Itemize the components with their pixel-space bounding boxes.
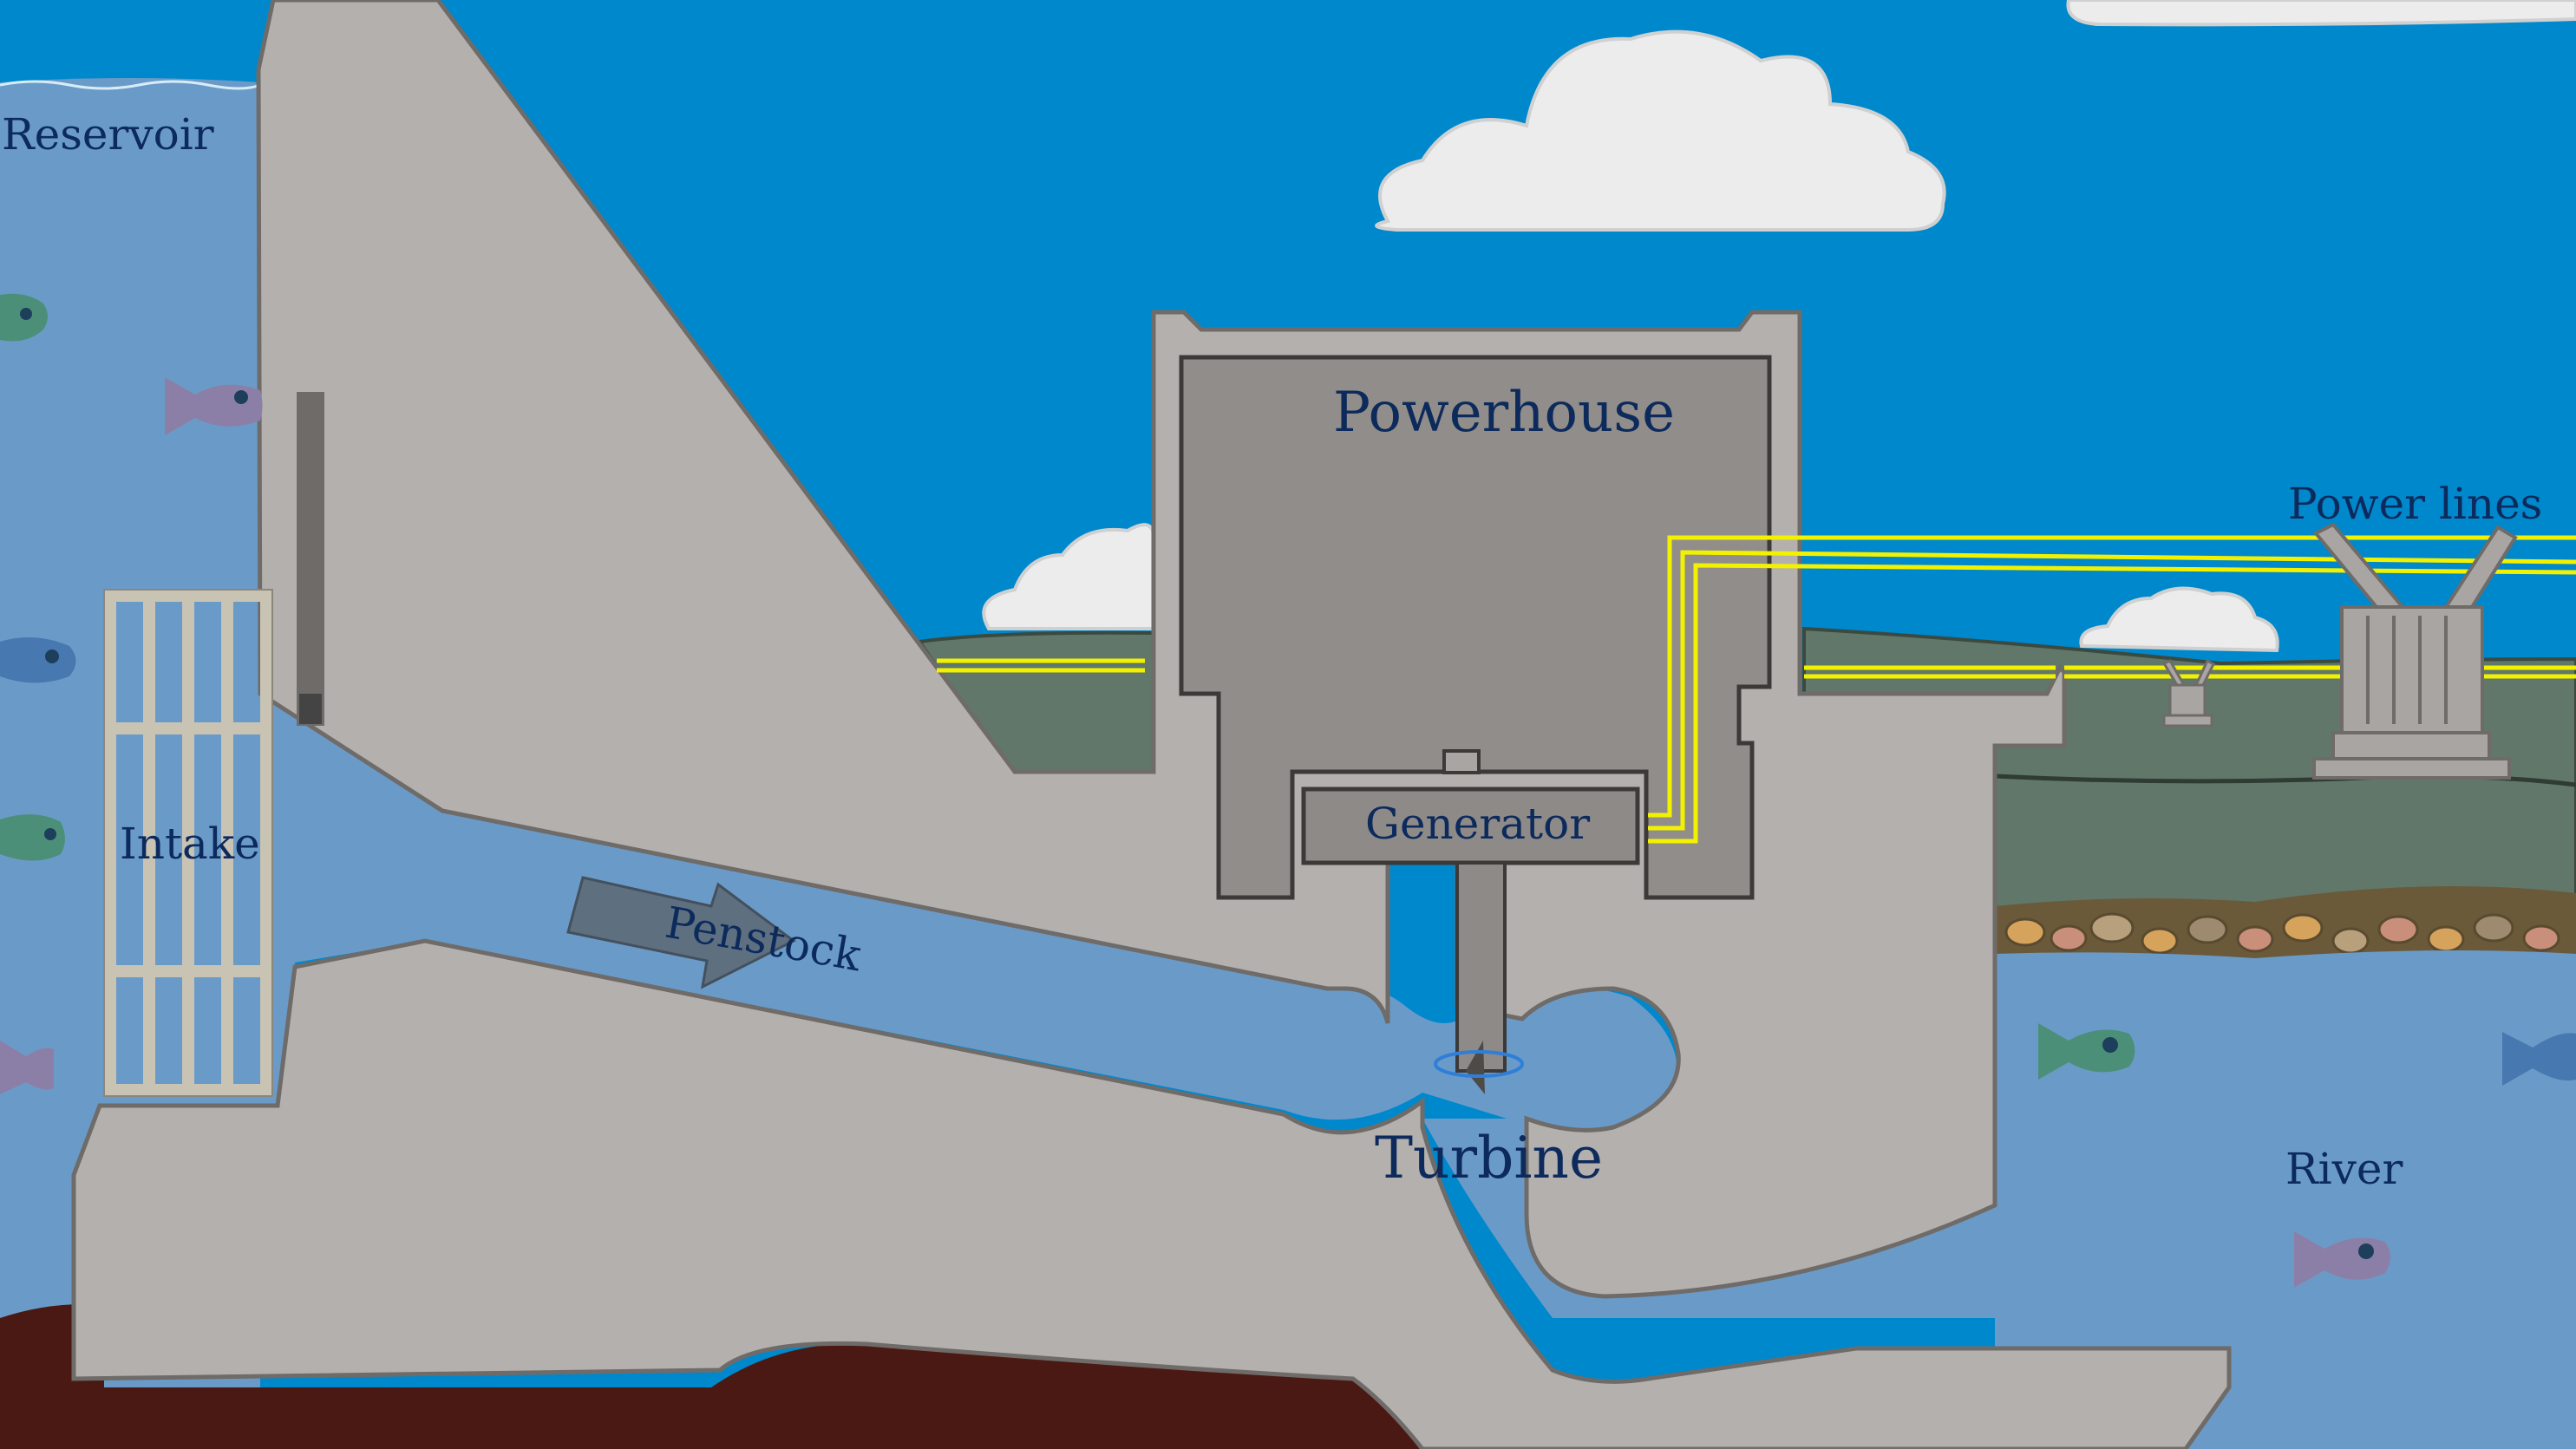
power-lines: [937, 535, 2576, 844]
intake-grate-outline: [103, 589, 273, 1097]
fish-icon: [2294, 1231, 2390, 1288]
reservoir-surface: [0, 80, 261, 90]
penstock-water: [260, 659, 1678, 1138]
fish-icon: [2502, 1032, 2576, 1086]
flow-arrow-icon: [566, 876, 796, 989]
dam-structure: [71, 0, 2232, 1449]
fish-icon: [2038, 1023, 2135, 1080]
intake-label: Intake: [120, 819, 260, 869]
river-label: River: [2285, 1144, 2403, 1194]
generator-label: Generator: [1365, 799, 1590, 849]
fish-icon: [0, 1041, 54, 1094]
fish-icon: [0, 814, 65, 861]
turbine-blade: [1466, 1041, 1485, 1094]
cloud-icon: [2066, 0, 2576, 27]
gate-slot: [297, 392, 324, 726]
fish-icon: [165, 377, 263, 435]
river-water: [1995, 950, 2576, 1449]
fish-icon: [0, 293, 48, 342]
powerhouse-interior: [1179, 355, 1772, 900]
riverbed-soil: [0, 1304, 1423, 1449]
fish-icon: [0, 637, 76, 683]
turbine-rotation-icon: [1434, 1050, 1524, 1078]
transformer-icon: [2161, 658, 2215, 728]
riverbank-stones: [2004, 912, 2560, 955]
power-lines-label: Power lines: [2288, 479, 2542, 529]
generator: [1301, 787, 1640, 865]
gate: [299, 694, 322, 724]
turbine-shaft: [1455, 861, 1507, 1073]
powerhouse-label: Powerhouse: [1333, 381, 1675, 445]
cloud-icon: [982, 523, 1155, 630]
cloud-icon: [1375, 29, 1946, 232]
transformer-icon: [2312, 522, 2518, 780]
reservoir-label: Reservoir: [2, 109, 214, 160]
turbine-label: Turbine: [1375, 1125, 1603, 1191]
intake-grate-icon: [104, 590, 272, 1096]
cloud-icon: [2079, 586, 2279, 653]
generator-housing: [1442, 749, 1481, 774]
